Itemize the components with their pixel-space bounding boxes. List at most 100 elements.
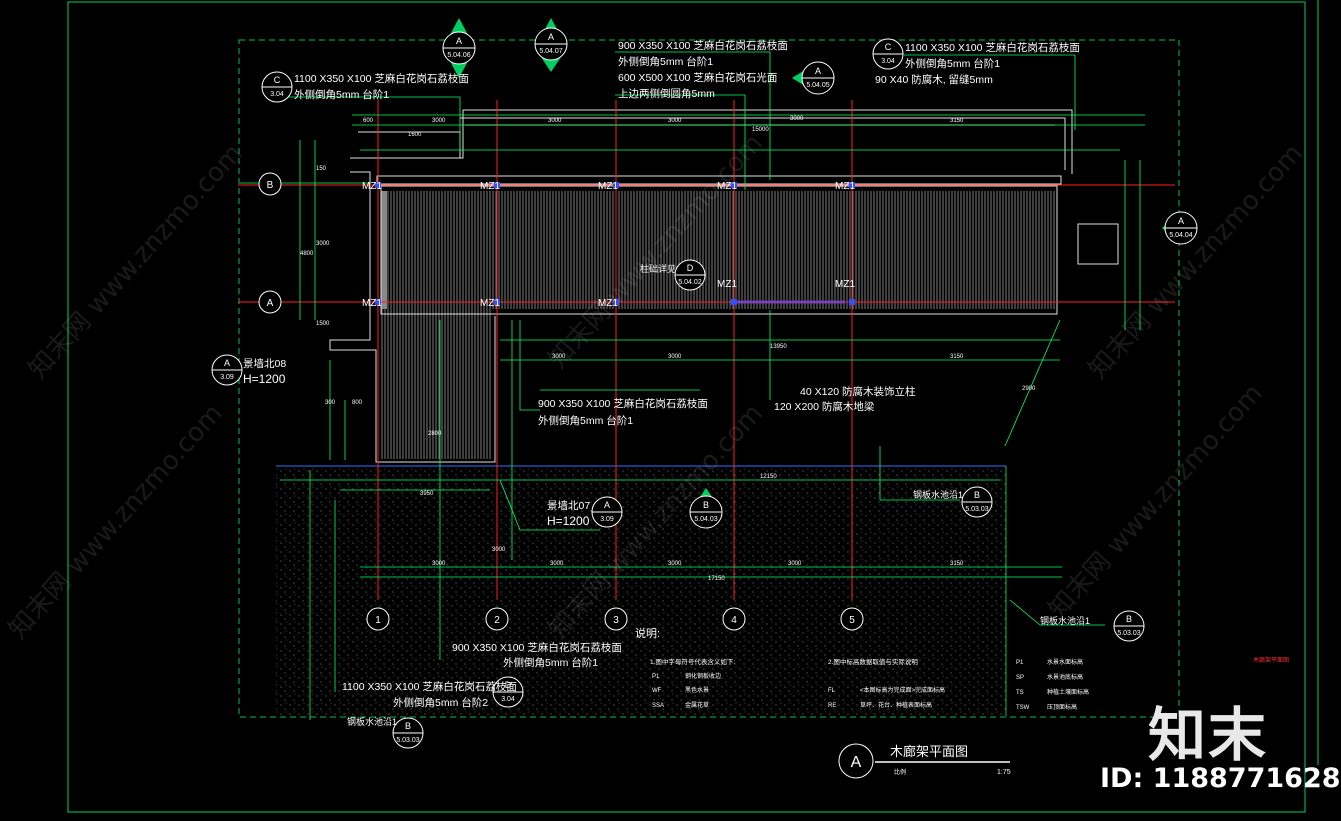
svg-text:5.04.06: 5.04.06: [447, 52, 470, 59]
svg-text:4800: 4800: [300, 251, 314, 257]
callout-12-line1: 景墙北07: [547, 499, 590, 512]
callout-1-line2: 外侧倒角5mm 台阶1: [294, 88, 389, 101]
mz1-label: MZ1: [835, 279, 855, 290]
svg-text:水景池底标高: 水景池底标高: [1047, 673, 1083, 681]
svg-text:2800: 2800: [428, 431, 442, 437]
svg-text:4: 4: [731, 615, 737, 626]
svg-text:5.04.03: 5.04.03: [694, 516, 717, 523]
svg-text:5.04.04: 5.04.04: [1169, 232, 1192, 239]
svg-text:钢化钢板收边: 钢化钢板收边: [685, 672, 721, 680]
deck-main: [387, 191, 1055, 309]
callout-7-line2: 外侧倒角5mm 台阶2: [393, 696, 488, 709]
svg-text:3000: 3000: [432, 118, 446, 124]
mz1-label: MZ1: [362, 298, 382, 309]
svg-text:3000: 3000: [316, 241, 330, 247]
svg-text:P1: P1: [1016, 660, 1024, 666]
notes-col1-title: 1.图中字母符号代表含义如下:: [650, 657, 735, 666]
column-markers: [375, 182, 855, 305]
callout-5-line2: 120 X200 防腐木地梁: [774, 400, 875, 413]
svg-text:1: 1: [375, 615, 381, 626]
leader-lines: [240, 51, 1105, 720]
callout-11-line2: H=1200: [243, 372, 286, 386]
svg-text:3000: 3000: [790, 116, 804, 122]
detail-mark-1: C 3.04: [261, 71, 293, 103]
svg-text:A: A: [456, 36, 462, 46]
title-block: A 木廊架平面图 比例 1:75: [838, 743, 1011, 779]
svg-text:3.09: 3.09: [600, 516, 614, 523]
svg-text:SP: SP: [1016, 675, 1024, 681]
dimension-values: 600 1600 3000 3000 3000 3150 15000 3000 …: [300, 116, 1036, 582]
svg-text:3000: 3000: [548, 118, 562, 124]
svg-text:3.04: 3.04: [270, 91, 284, 98]
section-mark-1: A 5.04.06: [442, 18, 476, 78]
svg-text:3.09: 3.09: [220, 374, 234, 381]
mz1-label: MZ1: [835, 181, 855, 192]
svg-text:WF: WF: [652, 688, 662, 694]
callout-2-line3: 600 X500 X100 芝麻白花岗石光面: [618, 71, 777, 84]
dimension-lines: [280, 114, 1145, 578]
callout-6-line2: 外侧倒角5mm 台阶1: [503, 656, 598, 669]
detail-mark-9: D3.04: [492, 676, 524, 708]
watermark: 知末网 www.znzmo.com: [23, 138, 249, 384]
svg-text:3000: 3000: [552, 354, 566, 360]
notes-heading: 说明:: [635, 626, 660, 640]
svg-text:12150: 12150: [760, 474, 777, 480]
callout-2-line2: 外侧倒角5mm 台阶1: [618, 55, 713, 68]
watermark: 知末网 www.znzmo.com: [3, 398, 229, 644]
outer-frame: [67, 1, 1306, 813]
mz1-label: MZ1: [598, 298, 618, 309]
callout-10: 钢板水池沿1: [347, 716, 397, 727]
svg-text:2: 2: [494, 615, 500, 626]
callout-9: 钢板水池沿1: [1040, 615, 1090, 626]
svg-text:A: A: [1178, 216, 1184, 226]
svg-text:C: C: [274, 75, 281, 85]
mz1-label: MZ1: [480, 181, 500, 192]
svg-text:SSA: SSA: [652, 703, 664, 709]
callout-2-line4: 上边两侧倒圆角5mm: [618, 87, 715, 100]
callout-4-line1: 900 X350 X100 芝麻白花岗石荔枝面: [538, 397, 708, 410]
svg-text:D: D: [505, 680, 512, 690]
svg-text:B: B: [267, 180, 274, 191]
svg-text:B: B: [703, 500, 709, 510]
svg-text:5.03.03: 5.03.03: [965, 506, 988, 513]
svg-text:RE: RE: [828, 703, 836, 709]
grid-bubble-row-b: B: [258, 172, 282, 196]
svg-text:B: B: [405, 721, 411, 731]
svg-text:17150: 17150: [708, 576, 725, 582]
svg-text:1500: 1500: [316, 321, 330, 327]
svg-text:TS: TS: [1016, 690, 1024, 696]
svg-text:3000: 3000: [668, 561, 682, 567]
grid-bubble-col-3: 3: [604, 607, 628, 631]
mz1-label: MZ1: [480, 298, 500, 309]
callout-4-line2: 外侧倒角5mm 台阶1: [538, 414, 633, 427]
svg-text:5.04.07: 5.04.07: [539, 48, 562, 55]
deck-left: [381, 309, 491, 459]
mz1-label: MZ1: [598, 181, 618, 192]
grid-bubble-col-2: 2: [485, 607, 509, 631]
callout-1-line1: 1100 X350 X100 芝麻白花岗石荔枝面: [294, 72, 469, 85]
section-mark-2: A 5.04.07: [534, 18, 568, 72]
watermark: 知末网 www.znzmo.com: [1083, 138, 1309, 384]
callouts: 1100 X350 X100 芝麻白花岗石荔枝面 外侧倒角5mm 台阶1 900…: [243, 39, 1090, 727]
svg-text:3000: 3000: [668, 354, 682, 360]
grid-bubble-col-5: 5: [840, 607, 864, 631]
grid-bubble-col-1: 1: [366, 607, 390, 631]
svg-text:A: A: [267, 298, 274, 309]
svg-text:5.04.05: 5.04.05: [806, 82, 829, 89]
callout-5-line1: 40 X120 防腐木装饰立柱: [800, 385, 916, 398]
mz1-label: MZ1: [362, 181, 382, 192]
svg-text:A: A: [224, 358, 230, 368]
brand-logo: 知末: [1148, 701, 1269, 769]
svg-text:C: C: [885, 42, 892, 52]
title-marker: A: [851, 754, 862, 771]
callout-6-line1: 900 X350 X100 芝麻白花岗石荔枝面: [452, 641, 622, 654]
svg-text:A: A: [815, 66, 821, 76]
section-mark-5: B 5.04.03: [689, 488, 723, 529]
svg-text:5.03.03: 5.03.03: [396, 737, 419, 744]
column-labels: MZ1 MZ1 MZ1 MZ1 MZ1 MZ1 MZ1 MZ1 MZ1 MZ1: [362, 181, 855, 309]
grid-bubbles: B A 1 2 3 4 5: [258, 172, 864, 631]
svg-text:600: 600: [363, 118, 374, 124]
svg-text:3150: 3150: [950, 354, 964, 360]
